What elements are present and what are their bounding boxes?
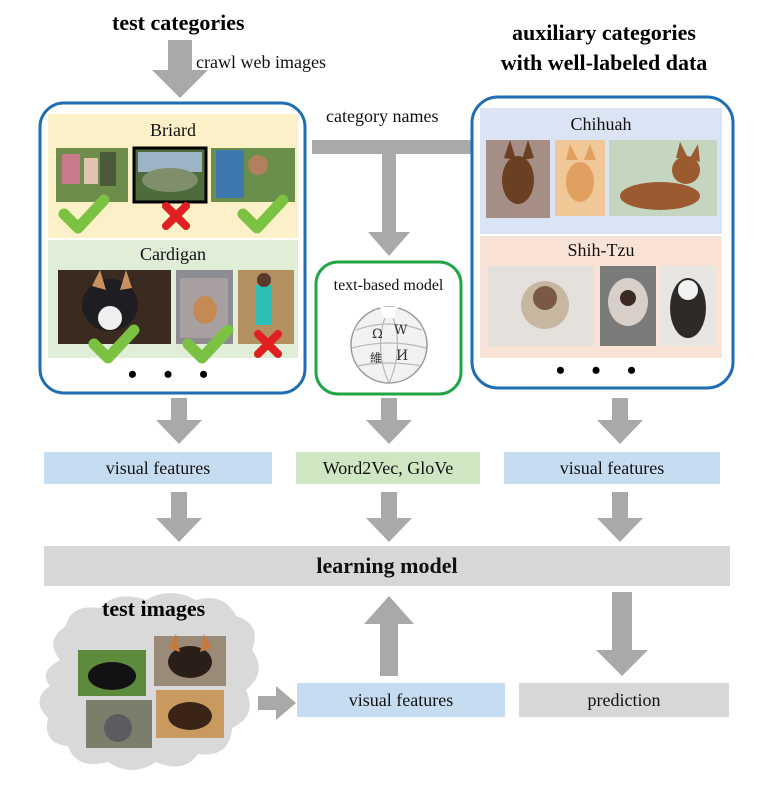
arrow-cloud-to-features <box>258 686 296 720</box>
category-label-shih-tzu: Shih-Tzu <box>567 240 635 260</box>
crawl-web-images-label: crawl web images <box>196 52 326 72</box>
learning-model-box <box>44 546 730 586</box>
test-images-title: test images <box>102 596 206 621</box>
arrow-left-features-to-model <box>156 492 202 542</box>
arrow-middle-features-to-model <box>366 492 412 542</box>
left-visual-features-box <box>44 452 272 484</box>
wikipedia-globe-icon: Ω W И 維 <box>350 306 428 384</box>
arrow-model-to-prediction <box>596 592 648 676</box>
arrow-right-features-to-model <box>597 492 643 542</box>
arrow-middle-to-features <box>366 398 412 444</box>
connector-category-names <box>312 140 474 154</box>
category-label-chihuah: Chihuah <box>570 114 632 134</box>
arrow-right-to-features <box>597 398 643 444</box>
cross-mark-cardigan-3 <box>254 330 282 358</box>
prediction-label: prediction <box>587 689 661 710</box>
check-mark-briard-3 <box>237 194 289 234</box>
auxiliary-categories-title-line2: with well-labeled data <box>500 50 708 75</box>
arrow-test-features-to-model <box>364 596 414 676</box>
text-based-model-title: text-based model <box>333 277 444 294</box>
left-panel-ellipsis: • • • <box>127 360 219 389</box>
arrows <box>152 40 648 720</box>
svg-text:W: W <box>394 323 408 338</box>
category-label-cardigan: Cardigan <box>140 244 206 264</box>
right-visual-features-box <box>504 452 720 484</box>
svg-text:維: 維 <box>370 351 382 365</box>
word2vec-glove-box <box>296 452 480 484</box>
check-mark-briard-1 <box>58 194 110 234</box>
test-categories-title: test categories <box>112 10 245 35</box>
prediction-box <box>519 683 729 717</box>
test-visual-features-box <box>297 683 505 717</box>
category-label-briard: Briard <box>150 120 196 140</box>
arrow-crawl <box>152 40 208 98</box>
auxiliary-categories-title-line1: auxiliary categories <box>512 20 696 45</box>
category-names-label: category names <box>326 106 439 126</box>
word2vec-glove-label: Word2Vec, GloVe <box>322 457 454 478</box>
cross-mark-briard-2 <box>162 202 190 230</box>
right-panel-ellipsis: • • • <box>555 356 647 385</box>
right-visual-features-label: visual features <box>559 457 665 478</box>
learning-model-label: learning model <box>316 553 458 578</box>
test-visual-features-label: visual features <box>348 689 454 710</box>
check-mark-cardigan-2 <box>182 324 234 364</box>
svg-text:И: И <box>396 348 408 364</box>
left-visual-features-label: visual features <box>105 457 211 478</box>
arrow-left-to-features <box>156 398 202 444</box>
arrow-category-names-down <box>368 150 410 256</box>
check-mark-cardigan-1 <box>88 324 140 364</box>
svg-text:Ω: Ω <box>372 327 383 342</box>
